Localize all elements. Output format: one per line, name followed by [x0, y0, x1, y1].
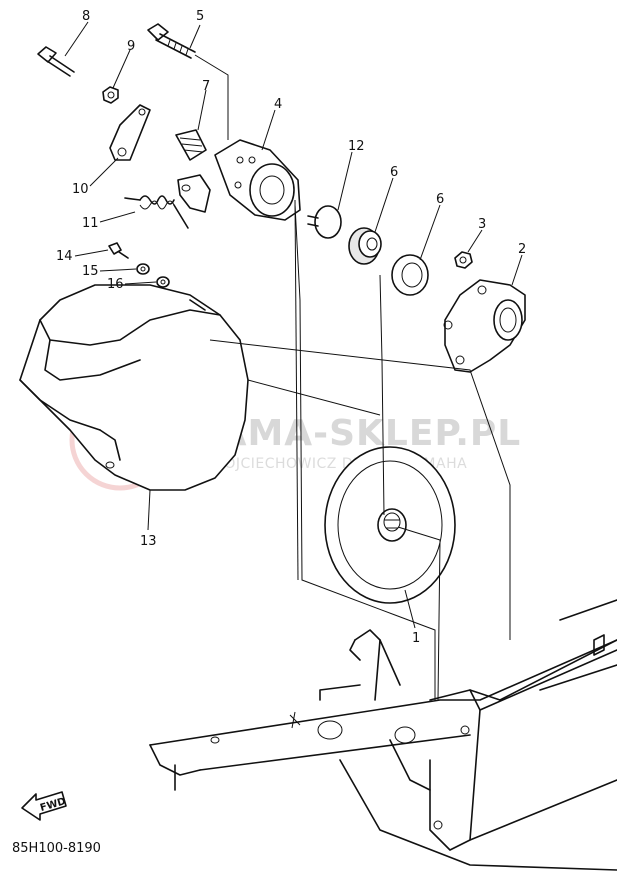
callout-5: 5: [196, 9, 204, 24]
part-10-lever: [109, 104, 151, 161]
callout-6a: 6: [390, 165, 398, 180]
callout-8: 8: [82, 9, 90, 24]
frame-chassis: [149, 599, 617, 871]
part-6a-bearing: [348, 227, 382, 265]
forward-arrow-icon: FWD: [21, 791, 67, 821]
part-2-housing: [443, 279, 526, 373]
callout-10: 10: [72, 182, 89, 197]
callout-labels: 8 5 9 7 4 12 6 6 3 2 10 11 14 15 16 13 1: [56, 9, 526, 646]
diagram-code: 85H100-8190: [12, 841, 101, 856]
callout-6b: 6: [436, 192, 444, 207]
part-5-long-bolt: [147, 23, 196, 59]
watermark-title: YAMA-SKLEP.PL: [194, 413, 521, 454]
part-4-bracket-assembly: [177, 139, 301, 221]
callout-16: 16: [107, 277, 124, 292]
part-14-screw: [108, 242, 129, 259]
part-3-nut: [454, 251, 473, 269]
callout-9: 9: [127, 39, 135, 54]
callout-7: 7: [202, 79, 210, 94]
part-9-nut: [102, 86, 119, 104]
part-8-bolt: [37, 46, 75, 77]
callout-13: 13: [140, 534, 157, 549]
callout-1: 1: [412, 631, 420, 646]
part-7-adjuster: [175, 129, 207, 161]
part-12-pin: [307, 205, 342, 239]
part-6b-bearing: [391, 254, 429, 296]
callout-3: 3: [478, 217, 486, 232]
assembly-guide-lines: [194, 54, 511, 701]
callout-15: 15: [82, 264, 99, 279]
callout-leaders: [64, 21, 523, 629]
part-11-spring: [124, 195, 189, 229]
part-16-washer: [156, 276, 170, 288]
callout-14: 14: [56, 249, 73, 264]
part-1-pulley-disk: [324, 446, 456, 604]
callout-12: 12: [348, 139, 365, 154]
part-13-cover: [19, 284, 249, 491]
callout-4: 4: [274, 97, 282, 112]
callout-2: 2: [518, 242, 526, 257]
part-15-washer: [136, 263, 150, 275]
callout-11: 11: [82, 216, 99, 231]
